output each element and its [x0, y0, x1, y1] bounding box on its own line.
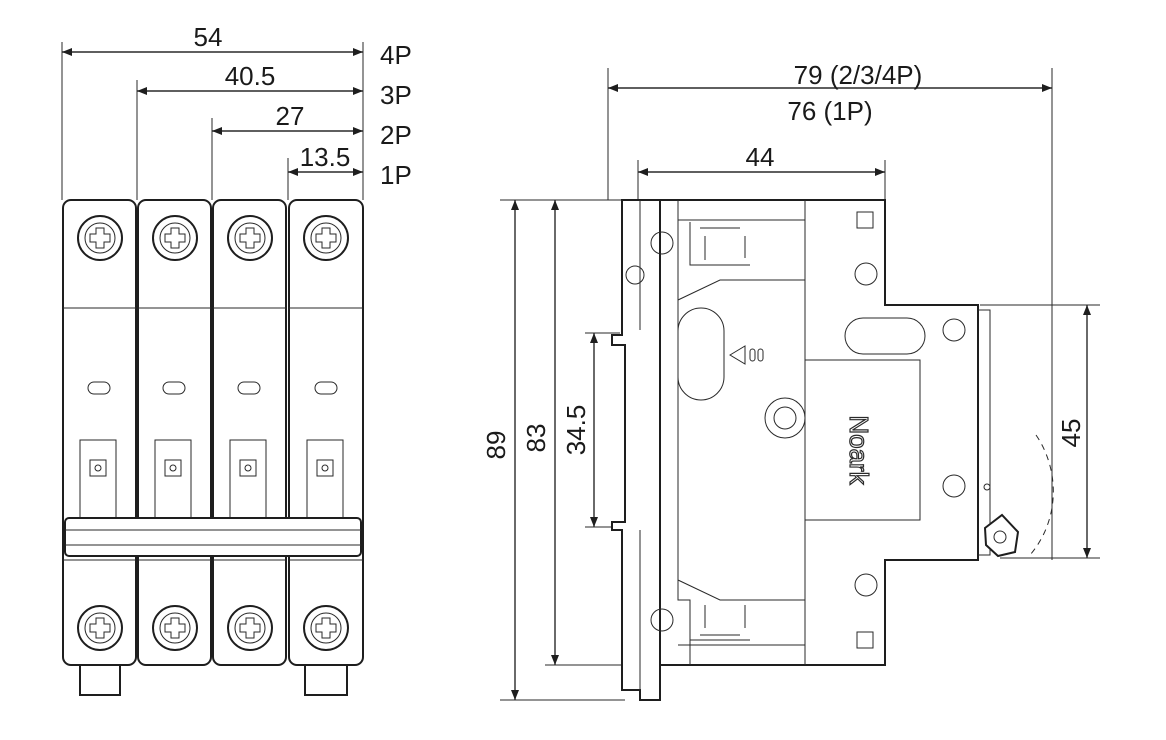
pole-label-4p: 4P [380, 40, 412, 70]
side-dimension-lines [500, 84, 1100, 701]
front-view: 54 40.5 27 13.5 4P 3P 2P 1P [61, 22, 412, 696]
din-rail-clip [611, 199, 661, 701]
dim-27: 27 [276, 101, 305, 131]
dim-89: 89 [481, 431, 511, 460]
pole-label-1p: 1P [380, 160, 412, 190]
pole-3 [212, 199, 287, 666]
dim-40-5: 40.5 [225, 61, 276, 91]
dim-34-5: 34.5 [561, 405, 591, 456]
breaker-side-body: Noark [611, 199, 1054, 701]
pole-label-3p: 3P [380, 80, 412, 110]
dim-45: 45 [1056, 419, 1086, 448]
dim-44: 44 [746, 142, 775, 172]
brand-logo: Noark [844, 415, 874, 485]
dim-width-1p: 76 (1P) [787, 96, 872, 126]
lever-knob [983, 513, 1020, 558]
dim-83: 83 [521, 424, 551, 453]
pole-4 [288, 199, 364, 696]
dim-width-234p: 79 (2/3/4P) [794, 60, 923, 90]
handle-tie-bar [64, 517, 362, 557]
front-dimension-lines [62, 48, 363, 176]
dim-54: 54 [194, 22, 223, 52]
breaker-front-body [62, 199, 364, 696]
pole-1 [62, 199, 137, 696]
side-profile [659, 199, 979, 666]
pole-2 [137, 199, 212, 666]
side-view: 79 (2/3/4P) 76 (1P) 44 89 83 34.5 45 [481, 60, 1100, 701]
dim-13-5: 13.5 [300, 142, 351, 172]
pole-label-2p: 2P [380, 120, 412, 150]
